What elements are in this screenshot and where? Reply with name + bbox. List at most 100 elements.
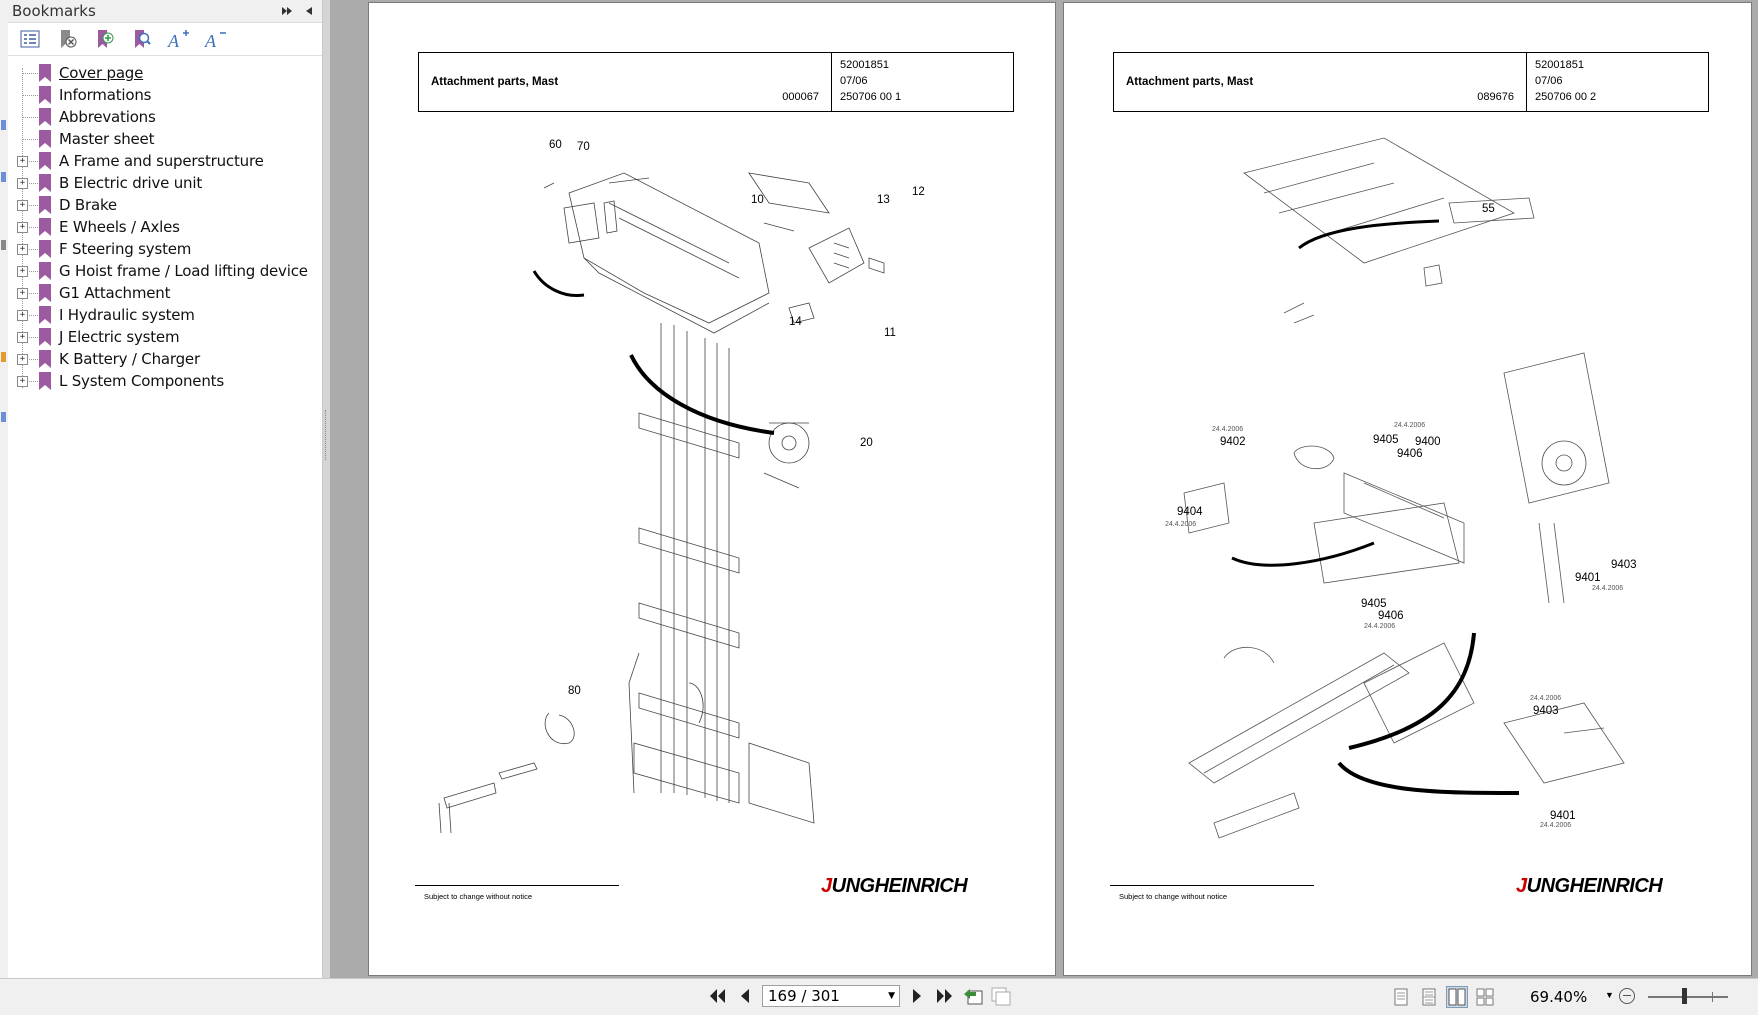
expand-all-icon[interactable] — [16, 25, 44, 53]
last-page-icon[interactable] — [934, 985, 956, 1007]
bookmark-label[interactable]: K Battery / Charger — [59, 350, 200, 368]
bookmark-label[interactable]: Cover page — [59, 64, 144, 82]
bookmark-label[interactable]: Informations — [59, 86, 152, 104]
bookmark-label[interactable]: G1 Attachment — [59, 284, 171, 302]
panel-marker[interactable] — [1, 120, 6, 130]
expand-icon[interactable]: + — [17, 266, 28, 277]
continuous-page-view-icon[interactable] — [1418, 986, 1440, 1008]
bookmark-item[interactable]: + B Electric drive unit — [8, 172, 322, 194]
panel-marker[interactable] — [1, 172, 6, 182]
bookmark-item[interactable]: Cover page — [8, 62, 322, 84]
page-title: Attachment parts, Mast — [431, 76, 559, 88]
expand-icon[interactable]: + — [17, 178, 28, 189]
page-number-input[interactable]: 169 / 301 ▼ — [762, 985, 900, 1007]
callout-label: 20 — [860, 437, 873, 449]
expand-icon[interactable]: + — [17, 332, 28, 343]
go-forward-view-icon[interactable] — [990, 985, 1012, 1007]
zoom-slider[interactable] — [1648, 996, 1728, 998]
bookmark-item[interactable]: + K Battery / Charger — [8, 348, 322, 370]
page-layout-buttons — [1390, 986, 1496, 1008]
jungheinrich-logo: JUNGHEINRICH — [821, 875, 968, 898]
panel-marker[interactable] — [1, 240, 6, 250]
page-indicator-text: 169 / 301 — [768, 987, 840, 1005]
expand-icon[interactable]: + — [17, 376, 28, 387]
bookmark-label[interactable]: F Steering system — [59, 240, 192, 258]
first-page-icon[interactable] — [706, 985, 728, 1007]
callout-label: 12 — [912, 186, 925, 198]
bookmark-label[interactable]: J Electric system — [59, 328, 180, 346]
bookmark-item[interactable]: + J Electric system — [8, 326, 322, 348]
logo-initial: J — [1516, 875, 1527, 897]
expand-icon[interactable]: + — [17, 354, 28, 365]
bookmark-item[interactable]: Abbrevations — [8, 106, 322, 128]
expand-icon[interactable]: + — [17, 156, 28, 167]
bookmark-item[interactable]: + G1 Attachment — [8, 282, 322, 304]
bookmark-item[interactable]: + G Hoist frame / Load lifting device — [8, 260, 322, 282]
zoom-dropdown-icon[interactable]: ▼ — [1605, 990, 1614, 1000]
logo-text: UNGHEINRICH — [1526, 875, 1663, 897]
panel-splitter[interactable] — [323, 0, 330, 978]
bookmark-label[interactable]: B Electric drive unit — [59, 174, 203, 192]
expand-icon[interactable]: + — [17, 310, 28, 321]
bookmark-icon — [38, 108, 52, 131]
bookmark-label[interactable]: A Frame and superstructure — [59, 152, 264, 170]
page-header-box: Attachment parts, Mast 000067 52001851 0… — [418, 52, 1014, 112]
figure-code: 000067 — [782, 91, 819, 103]
date-note: 24.4.2006 — [1165, 521, 1197, 528]
splitter-grip[interactable] — [325, 410, 329, 460]
date-note: 24.4.2006 — [1364, 623, 1396, 630]
add-bookmark-icon[interactable] — [90, 25, 118, 53]
expand-icon[interactable]: + — [17, 222, 28, 233]
bookmark-label[interactable]: Abbrevations — [59, 108, 156, 126]
part-number: 52001851 — [840, 59, 889, 71]
date-note: 24.4.2006 — [1540, 822, 1572, 829]
chevron-down-icon[interactable]: ▼ — [888, 991, 895, 1001]
single-page-view-icon[interactable] — [1390, 986, 1412, 1008]
bookmark-label[interactable]: D Brake — [59, 196, 117, 214]
svg-text:A: A — [167, 31, 180, 50]
increase-font-icon[interactable]: A — [164, 25, 192, 53]
bookmark-item[interactable]: + A Frame and superstructure — [8, 150, 322, 172]
expand-icon[interactable]: + — [17, 200, 28, 211]
bookmark-item[interactable]: + L System Components — [8, 370, 322, 392]
bookmark-item[interactable]: Informations — [8, 84, 322, 106]
document-page-left: Attachment parts, Mast 000067 52001851 0… — [368, 2, 1056, 976]
bookmark-item[interactable]: + I Hydraulic system — [8, 304, 322, 326]
collapse-panel-icon[interactable] — [300, 2, 318, 20]
header-divider — [1526, 53, 1527, 111]
date-note: 24.4.2006 — [1394, 422, 1426, 429]
bookmark-label[interactable]: E Wheels / Axles — [59, 218, 180, 236]
callout-label: 80 — [568, 685, 581, 697]
bookmark-item[interactable]: + F Steering system — [8, 238, 322, 260]
issue-date: 07/06 — [840, 75, 868, 87]
bookmark-label[interactable]: L System Components — [59, 372, 224, 390]
expand-icon[interactable]: + — [17, 244, 28, 255]
previous-page-icon[interactable] — [734, 985, 756, 1007]
callout-label: 9402 — [1220, 436, 1246, 448]
bookmark-item[interactable]: Master sheet — [8, 128, 322, 150]
bookmark-label[interactable]: I Hydraulic system — [59, 306, 195, 324]
callout-label: 10 — [751, 194, 764, 206]
bookmark-label[interactable]: Master sheet — [59, 130, 155, 148]
bookmark-label[interactable]: G Hoist frame / Load lifting device — [59, 262, 308, 280]
go-back-view-icon[interactable] — [962, 985, 984, 1007]
continuous-facing-view-icon[interactable] — [1474, 986, 1496, 1008]
document-reference: 250706 00 2 — [1535, 91, 1597, 103]
tree-connector — [22, 249, 42, 250]
tree-connector — [22, 381, 42, 382]
facing-pages-view-icon[interactable] — [1446, 986, 1468, 1008]
zoom-slider-thumb[interactable] — [1682, 988, 1687, 1004]
callout-label: 14 — [789, 316, 802, 328]
find-bookmark-icon[interactable] — [127, 25, 155, 53]
next-page-icon[interactable] — [906, 985, 928, 1007]
panel-marker[interactable] — [1, 352, 6, 362]
decrease-font-icon[interactable]: A — [201, 25, 229, 53]
expand-icon[interactable]: + — [17, 288, 28, 299]
bookmark-item[interactable]: + D Brake — [8, 194, 322, 216]
zoom-out-icon[interactable] — [1619, 988, 1635, 1004]
bookmark-item[interactable]: + E Wheels / Axles — [8, 216, 322, 238]
delete-bookmark-icon[interactable] — [53, 25, 81, 53]
bookmark-options-icon[interactable] — [278, 2, 296, 20]
panel-marker[interactable] — [1, 412, 6, 422]
